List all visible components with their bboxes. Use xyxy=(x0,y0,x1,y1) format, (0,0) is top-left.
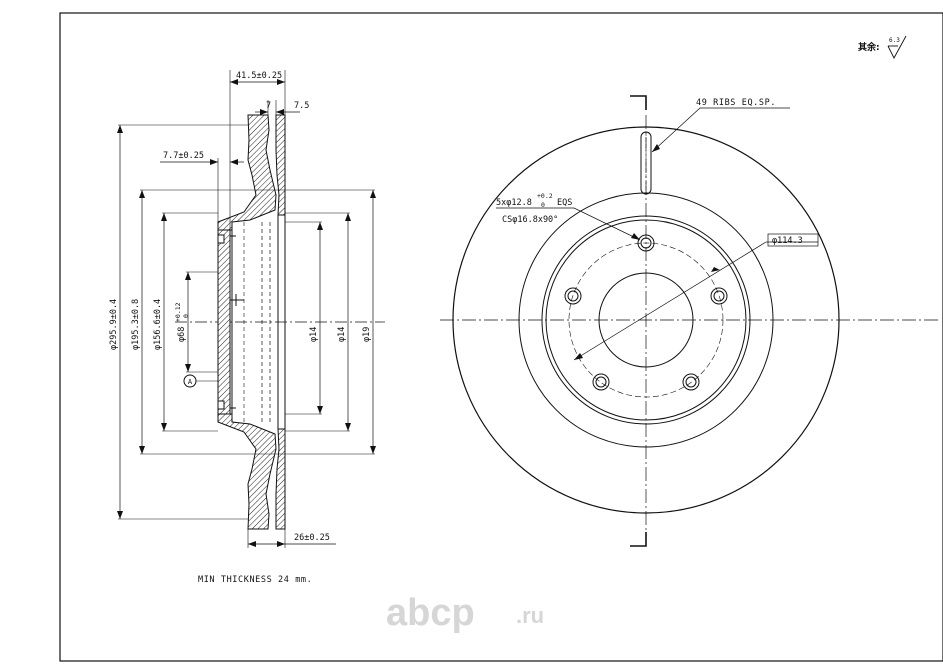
dim-friction-inner-diameter: φ195.3±0.8 xyxy=(131,299,141,350)
dim-19: φ19 xyxy=(362,327,372,342)
bolt-holes-label: 5xφ12.8 xyxy=(496,198,532,208)
dim-center-bore: φ68 xyxy=(177,327,187,342)
section-hat-face xyxy=(217,229,231,415)
section-lower-outer-plate xyxy=(275,428,286,530)
bolt-eqs: EQS xyxy=(557,198,572,208)
dim-flange-b: 7.5 xyxy=(294,101,309,111)
section-upper-ring xyxy=(217,114,277,231)
dim-outer-diameter: φ295.9±0.4 xyxy=(109,299,119,350)
center-bore xyxy=(598,272,694,368)
bolt-hole xyxy=(637,234,655,252)
disc-outer-edge xyxy=(452,126,840,514)
bolt-tol-lower: 0 xyxy=(541,201,545,209)
dim-center-bore-tol-lower: 0 xyxy=(182,314,190,318)
watermark-tld: .ru xyxy=(516,603,544,628)
datum-label: A xyxy=(188,378,193,386)
dimension-arrows xyxy=(117,79,376,547)
min-thickness-note: MIN THICKNESS 24 mm. xyxy=(198,575,312,585)
surface-note: 其余: xyxy=(858,41,880,53)
disc-hat-outer xyxy=(541,215,751,425)
bolt-tol-upper: +0.2 xyxy=(537,192,553,200)
bolt-hole xyxy=(682,373,700,391)
drawing-frame xyxy=(59,12,943,662)
front-view xyxy=(440,95,940,547)
bolt-hole xyxy=(592,373,610,391)
watermark-logo: abcp xyxy=(386,592,475,634)
ribs-note: 49 RIBS EQ.SP. xyxy=(696,98,776,108)
section-upper-outer-plate xyxy=(275,114,286,216)
section-lower-ring xyxy=(217,413,277,530)
dim-hat-diameter: φ156.6±0.4 xyxy=(153,299,163,350)
dim-hat-wall: 7.7±0.25 xyxy=(163,151,204,161)
countersink-label: CSφ16.8x90° xyxy=(502,215,558,225)
roughness-symbol xyxy=(887,35,907,59)
bolt-hole xyxy=(564,287,582,305)
dim-center-bore-tol-upper: +0.12 xyxy=(174,302,182,322)
dim-flange-a: 7 xyxy=(266,101,271,111)
disc-hat-inner xyxy=(545,219,747,421)
dim-14-b: φ14 xyxy=(337,327,347,342)
pcd-label: φ114.3 xyxy=(772,236,803,246)
dim-14-a: φ14 xyxy=(309,327,319,342)
dim-thickness: 26±0.25 xyxy=(294,533,330,543)
section-view xyxy=(118,70,385,548)
dim-hat-depth: 41.5±0.25 xyxy=(236,71,282,81)
pcd-circle xyxy=(568,242,724,398)
roughness-value: 6.3 xyxy=(889,37,900,44)
bolt-hole xyxy=(710,287,728,305)
